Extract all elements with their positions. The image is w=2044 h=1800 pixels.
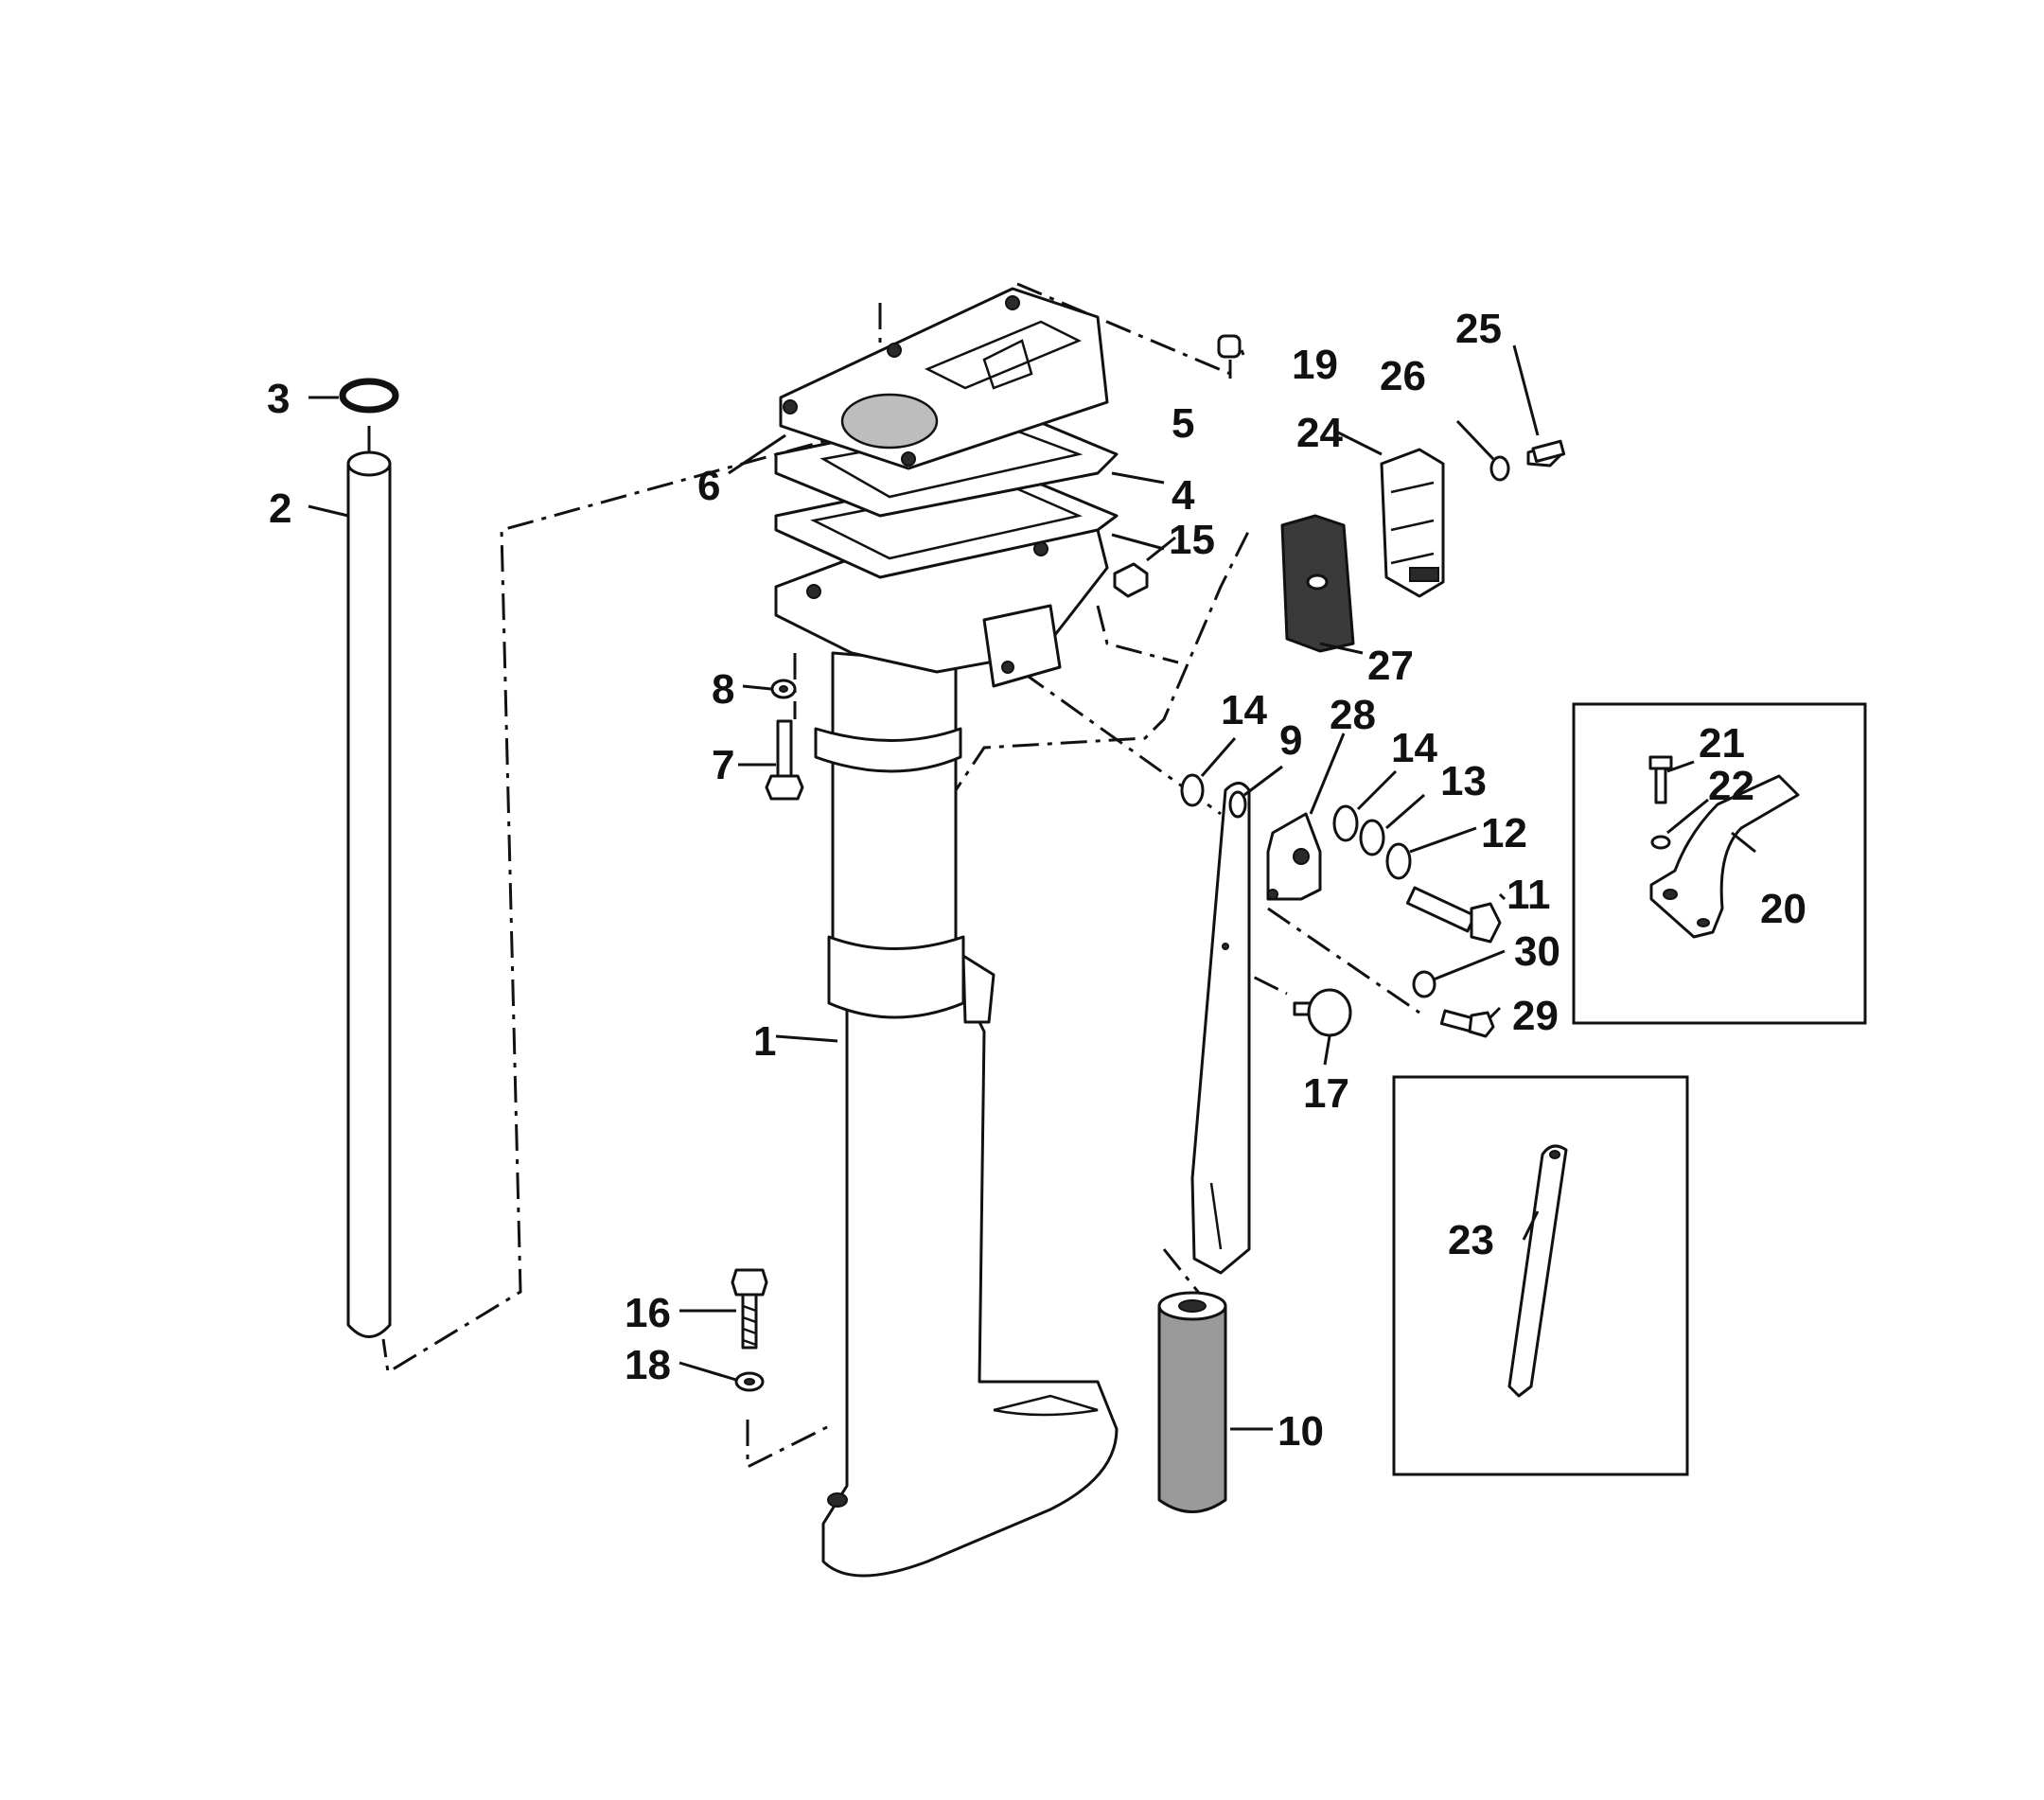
callout-2: 2 bbox=[269, 485, 291, 532]
lever-part-9 bbox=[1190, 782, 1251, 1275]
screw-part-25 bbox=[1526, 439, 1566, 468]
inset-box-upper bbox=[1572, 702, 1867, 1025]
callout-27: 27 bbox=[1367, 643, 1414, 689]
callout-5: 5 bbox=[1172, 400, 1194, 447]
washer-part-8 bbox=[770, 679, 797, 699]
callout-15: 15 bbox=[1169, 517, 1215, 563]
callout-28: 28 bbox=[1330, 692, 1376, 738]
pin-part-19 bbox=[1217, 334, 1242, 359]
washer-part-14b bbox=[1332, 804, 1359, 842]
bolt-part-11 bbox=[1405, 886, 1502, 944]
callout-8: 8 bbox=[712, 666, 734, 713]
callout-16: 16 bbox=[625, 1290, 671, 1336]
callout-14a: 14 bbox=[1221, 687, 1267, 733]
bolt-part-7 bbox=[765, 719, 804, 801]
washer-part-18 bbox=[734, 1371, 765, 1392]
callouts: 1 2 3 4 5 6 7 8 9 10 11 12 13 14 14 15 1… bbox=[267, 306, 1806, 1455]
callout-14b: 14 bbox=[1391, 725, 1437, 771]
rod-part-23 bbox=[1507, 1144, 1568, 1398]
bolt-part-16 bbox=[731, 1268, 768, 1350]
callout-25: 25 bbox=[1455, 306, 1502, 352]
callout-21: 21 bbox=[1699, 720, 1745, 767]
screw-part-29 bbox=[1439, 1009, 1495, 1038]
callout-6: 6 bbox=[697, 463, 720, 509]
plate-part-6 bbox=[779, 287, 1109, 470]
leader-lines bbox=[308, 344, 1756, 1431]
callout-12: 12 bbox=[1481, 810, 1527, 856]
callout-23: 23 bbox=[1448, 1217, 1494, 1263]
callout-29: 29 bbox=[1512, 993, 1559, 1039]
washer-part-22 bbox=[1650, 835, 1671, 850]
callout-13: 13 bbox=[1440, 758, 1487, 804]
nut-part-15 bbox=[1113, 562, 1149, 598]
callout-1: 1 bbox=[753, 1018, 776, 1065]
callout-22: 22 bbox=[1708, 763, 1754, 809]
callout-26: 26 bbox=[1380, 353, 1426, 399]
washer-part-30 bbox=[1412, 970, 1436, 998]
o-ring-part-3 bbox=[339, 378, 399, 414]
callout-19: 19 bbox=[1292, 342, 1338, 388]
washer-part-26 bbox=[1489, 455, 1510, 482]
callout-10: 10 bbox=[1278, 1408, 1324, 1455]
callout-3: 3 bbox=[267, 376, 290, 422]
callout-20: 20 bbox=[1760, 886, 1806, 932]
grip-part-10 bbox=[1157, 1291, 1227, 1513]
washer-part-12 bbox=[1385, 842, 1412, 880]
bolt-part-21 bbox=[1648, 755, 1673, 804]
callout-17: 17 bbox=[1303, 1070, 1349, 1117]
callout-24: 24 bbox=[1296, 410, 1343, 456]
callout-9: 9 bbox=[1279, 717, 1302, 764]
cover-part-24 bbox=[1380, 448, 1445, 598]
callout-4: 4 bbox=[1172, 472, 1195, 519]
inset-box-lower bbox=[1392, 1075, 1689, 1476]
callout-18: 18 bbox=[625, 1342, 671, 1388]
washer-part-13 bbox=[1359, 819, 1385, 856]
pad-part-27 bbox=[1280, 514, 1355, 653]
bracket-part-28 bbox=[1266, 812, 1322, 901]
callout-7: 7 bbox=[712, 742, 734, 788]
callout-11: 11 bbox=[1507, 872, 1551, 918]
knob-part-17 bbox=[1293, 988, 1352, 1037]
washer-part-14a bbox=[1180, 773, 1205, 807]
tube-part-2 bbox=[346, 450, 392, 1338]
driveshaft-housing-part-1 bbox=[774, 528, 1119, 1578]
callout-30: 30 bbox=[1514, 928, 1560, 975]
